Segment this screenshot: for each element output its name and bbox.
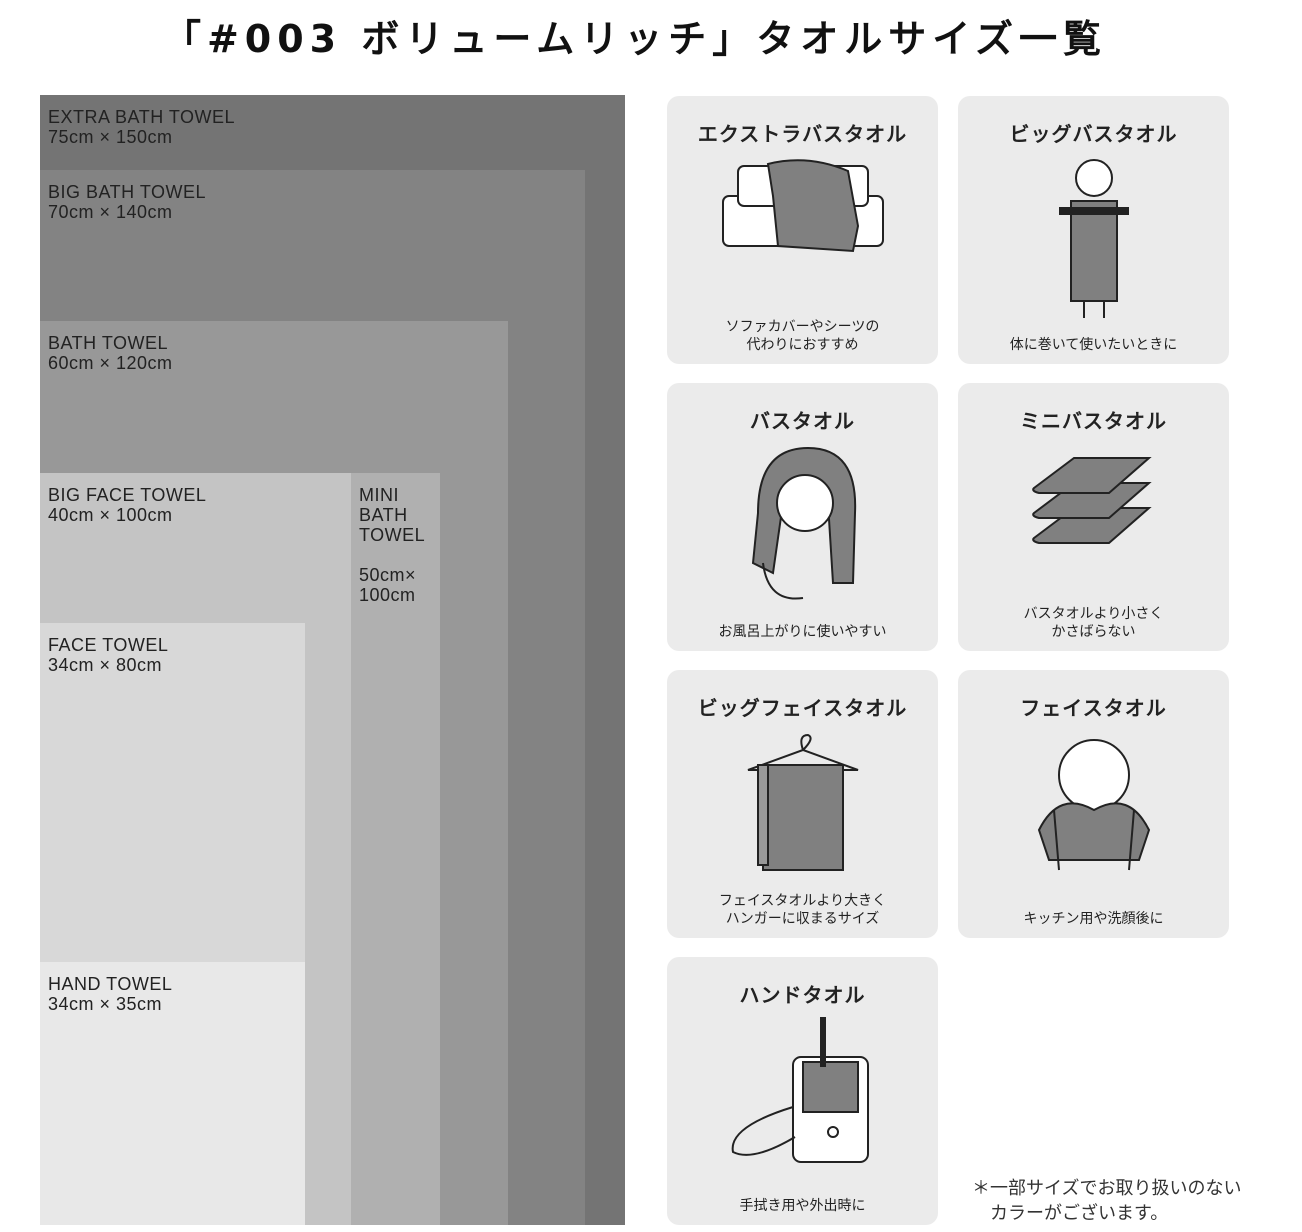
- card-title: ハンドタオル: [739, 983, 866, 1007]
- card-hand-towel: ハンドタオル 手拭き用や外出時に: [667, 957, 938, 1225]
- size-name-line: MINI: [359, 485, 399, 505]
- size-dims-line: 50cm×: [359, 565, 417, 585]
- size-dims: 40cm × 100cm: [48, 505, 173, 525]
- size-name: HAND TOWEL: [48, 974, 173, 994]
- card-desc-line: 手拭き用や外出時に: [739, 1198, 866, 1214]
- card-mini-bath-towel: ミニバスタオル バスタオルより小さくかさばらない: [958, 383, 1229, 651]
- size-name-line: TOWEL: [359, 525, 426, 545]
- card-desc-line: バスタオルより小さく: [1023, 606, 1164, 622]
- card-title: バスタオル: [750, 409, 855, 433]
- card-title: ビッグバスタオル: [1009, 122, 1178, 146]
- card-desc-line: キッチン用や洗顔後に: [1023, 911, 1164, 927]
- wrapped-person-icon: [1058, 159, 1129, 318]
- size-dims: 60cm × 120cm: [48, 353, 173, 373]
- card-desc-line: 代わりにおすすめ: [746, 337, 859, 353]
- note-line: カラーがございます。: [972, 1203, 1169, 1224]
- hair-drying-person-icon: [751, 446, 856, 600]
- card-extra-bath-towel: エクストラバスタオル ソファカバーやシーツの代わりにおすすめ: [667, 96, 938, 364]
- card-big-bath-towel: ビッグバスタオル 体に巻いて使いたいときに: [958, 96, 1229, 364]
- card-title: ミニバスタオル: [1020, 409, 1167, 433]
- card-face-towel: フェイスタオル キッチン用や洗顔後に: [958, 670, 1229, 938]
- size-dims-line: 100cm: [359, 585, 416, 605]
- card-title: フェイスタオル: [1020, 696, 1167, 720]
- card-title: ビッグフェイスタオル: [697, 696, 908, 720]
- card-big-face-towel: ビッグフェイスタオル フェイスタオルより大きくハンガーに収まるサイズ: [667, 670, 938, 938]
- bag-towel-icon: [731, 1017, 869, 1163]
- size-name-line: BATH: [359, 505, 408, 525]
- size-dims: 70cm × 140cm: [48, 202, 173, 222]
- size-name: BATH TOWEL: [48, 333, 169, 353]
- page-title: 「#003 ボリュームリッチ」タオルサイズ一覧: [162, 17, 1108, 61]
- note-line: ＊一部サイズでお取り扱いのない: [972, 1178, 1242, 1199]
- size-dims: 34cm × 35cm: [48, 994, 163, 1014]
- card-desc-line: かさばらない: [1051, 624, 1136, 640]
- hanger-towel-icon: [747, 733, 858, 871]
- size-name: BIG BATH TOWEL: [48, 182, 207, 202]
- size-dims: 34cm × 80cm: [48, 655, 163, 675]
- folded-towels-icon: [1031, 457, 1152, 544]
- card-desc-line: フェイスタオルより大きく: [718, 893, 887, 909]
- size-name: EXTRA BATH TOWEL: [48, 107, 236, 127]
- size-name: FACE TOWEL: [48, 635, 169, 655]
- size-name: BIG FACE TOWEL: [48, 485, 207, 505]
- card-bath-towel: バスタオル お風呂上がりに使いやすい: [667, 383, 938, 651]
- face-wiping-person-icon: [1037, 739, 1150, 871]
- card-title: エクストラバスタオル: [697, 122, 908, 146]
- card-desc-line: 体に巻いて使いたいときに: [1009, 337, 1178, 353]
- card-desc-line: お風呂上がりに使いやすい: [718, 624, 887, 640]
- size-dims: 75cm × 150cm: [48, 127, 173, 147]
- sofa-icon: [721, 159, 884, 253]
- card-desc-line: ソファカバーやシーツの: [725, 319, 880, 335]
- card-desc-line: ハンガーに収まるサイズ: [725, 911, 880, 927]
- availability-note: ＊一部サイズでお取り扱いのない カラーがございます。: [972, 1176, 1241, 1226]
